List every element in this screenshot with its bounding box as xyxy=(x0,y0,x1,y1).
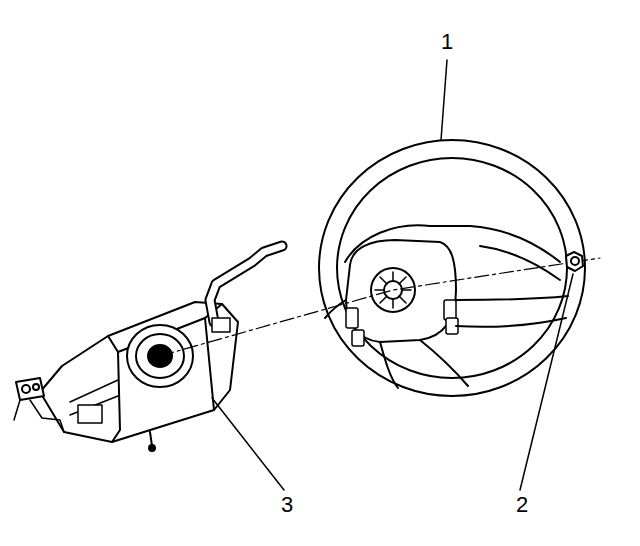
callout-number: 3 xyxy=(281,493,293,517)
steering-wheel-nut xyxy=(566,252,583,271)
steering-wheel xyxy=(319,140,585,396)
leader-line xyxy=(520,274,573,490)
callout-number: 1 xyxy=(441,30,453,54)
leader-line xyxy=(441,60,447,140)
leader-line xyxy=(212,398,284,490)
callout-number: 2 xyxy=(516,493,528,517)
center-line xyxy=(160,258,600,356)
steering-column xyxy=(14,246,282,451)
